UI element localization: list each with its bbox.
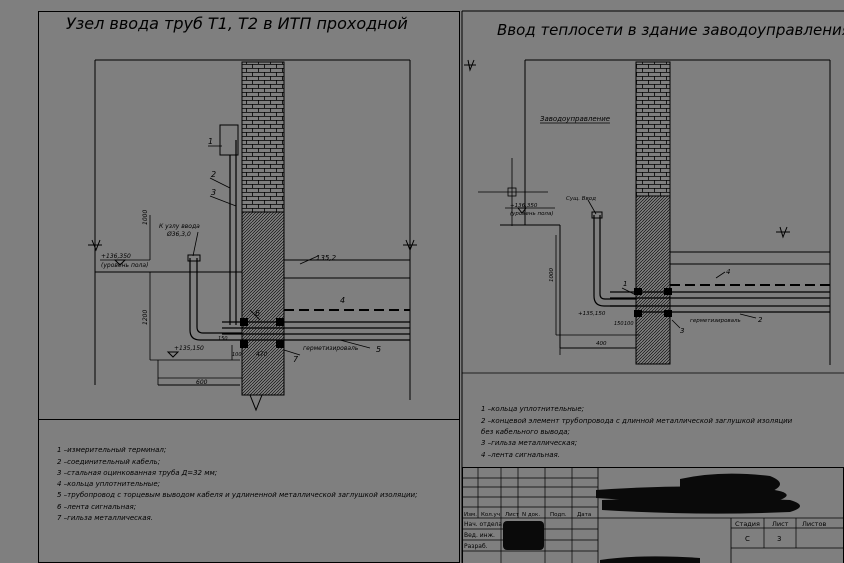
tb-row-label: Вед. инж.: [464, 532, 495, 539]
dim-1000: 1000: [142, 210, 149, 225]
left-legend-item: 7 –гильза металлическая.: [57, 514, 153, 522]
right-callout-4: 4: [726, 268, 730, 276]
right-label-level-top-sub: (уровень пола): [510, 211, 553, 217]
left-legend-item: 2 –соединительный кабель;: [57, 458, 160, 466]
left-callout-3: 3: [211, 188, 216, 197]
right-dim-1000: 1000: [549, 268, 555, 282]
left-legend-item: 1 –измерительный терминал;: [57, 446, 166, 454]
right-label-level-pipe: +135,150: [578, 311, 606, 317]
left-drawing-labels: К узлу ввода Ø36,3,0 +136,350 (уровень п…: [101, 210, 359, 386]
tb-header-cell: Дата: [577, 512, 591, 518]
label-level-right: 135,2: [316, 254, 337, 262]
tb-row-label: Нач. отдела: [464, 521, 502, 528]
tb-header-cell: Изм.: [464, 512, 477, 518]
right-dim-400: 400: [596, 341, 607, 347]
right-legend-item: 2 –концевой элемент трубопровода с длинн…: [481, 417, 793, 425]
left-callout-5: 5: [376, 345, 381, 354]
left-drawing-title: Узел ввода труб Т1, Т2 в ИТП проходной: [66, 14, 408, 33]
label-level-top: +136,350: [101, 253, 131, 260]
title-block-stage: Стадия Лист Листов С 3: [735, 520, 826, 543]
dim-150: 150: [218, 336, 228, 342]
right-callout-numbers: 1 2 3 4: [623, 268, 763, 335]
dim-470: 470: [256, 351, 268, 358]
left-callout-numbers: 1 2 3 4 5 6 7: [208, 137, 381, 364]
label-level-pipe: +135,150: [174, 345, 204, 352]
left-legend: 1 –измерительный терминал; 2 –соединител…: [57, 446, 417, 522]
right-label-level-top: +136,350: [510, 203, 538, 209]
tb-row-label: Разраб.: [464, 543, 488, 550]
right-callout-1: 1: [623, 280, 627, 288]
right-legend-item: 3 –гильза металлическая;: [481, 439, 577, 447]
right-section-drawing: [464, 59, 831, 365]
dim-1200: 1200: [142, 310, 149, 325]
left-callout-4: 4: [340, 296, 345, 305]
label-to-node: К узлу ввода: [159, 223, 200, 230]
right-drawing-labels: Заводоуправление +136,350 (уровень пола)…: [510, 115, 741, 347]
right-dim-150: 150: [614, 321, 624, 327]
left-callout-1: 1: [208, 137, 213, 146]
tb-stage-header: Стадия: [735, 520, 760, 528]
tb-sheet-value: 3: [777, 535, 781, 543]
right-label-wall: Сущ. Ввод: [566, 196, 596, 202]
dim-600: 600: [196, 379, 208, 386]
right-drawing-title: Ввод теплосети в здание заводоуправления: [497, 21, 844, 39]
left-legend-item: 5 –трубопровод с торцевым выводом кабеля…: [57, 491, 417, 499]
left-section-drawing: [88, 59, 417, 412]
right-callout-2: 2: [758, 316, 763, 324]
label-level-top-sub: (уровень пола): [101, 262, 148, 269]
title-block-header: Изм. Кол.уч Лист N док. Подп. Дата: [464, 512, 591, 518]
tb-header-cell: Лист: [505, 512, 520, 518]
label-building: Заводоуправление: [540, 115, 610, 123]
right-callout-3: 3: [680, 327, 684, 335]
left-legend-item: 3 –стальная оцинкованная труба Д=32 мм;: [57, 469, 217, 477]
left-callout-7: 7: [293, 355, 299, 364]
left-legend-item: 4 –кольца уплотнительные;: [57, 480, 160, 488]
redaction-marks: [503, 473, 800, 563]
right-legend-item: 1 –кольца уплотнительные;: [481, 405, 584, 413]
tb-stage-header: Листов: [802, 520, 826, 528]
tb-header-cell: N док.: [522, 512, 540, 518]
right-dim-100: 100: [624, 321, 634, 327]
dim-100: 100: [232, 352, 242, 358]
tb-header-cell: Подп.: [550, 512, 567, 518]
left-legend-item: 6 –лента сигнальная;: [57, 503, 136, 511]
title-block-rows: Нач. отдела Вед. инж. Разраб.: [464, 521, 502, 550]
tb-stage-value: С: [745, 535, 750, 543]
tb-stage-header: Лист: [772, 520, 789, 528]
tb-header-cell: Кол.уч: [481, 512, 500, 518]
right-legend-item: без кабельного вывода;: [481, 428, 570, 436]
label-diameter: Ø36,3,0: [166, 231, 191, 238]
label-sealant: герметизироваль: [303, 345, 359, 352]
left-callout-2: 2: [211, 170, 216, 179]
right-legend-item: 4 –лента сигнальная.: [481, 451, 560, 459]
right-legend: 1 –кольца уплотнительные; 2 –концевой эл…: [481, 405, 793, 459]
left-callout-6: 6: [255, 309, 260, 318]
right-label-sealant: герметизироваль: [690, 318, 741, 324]
